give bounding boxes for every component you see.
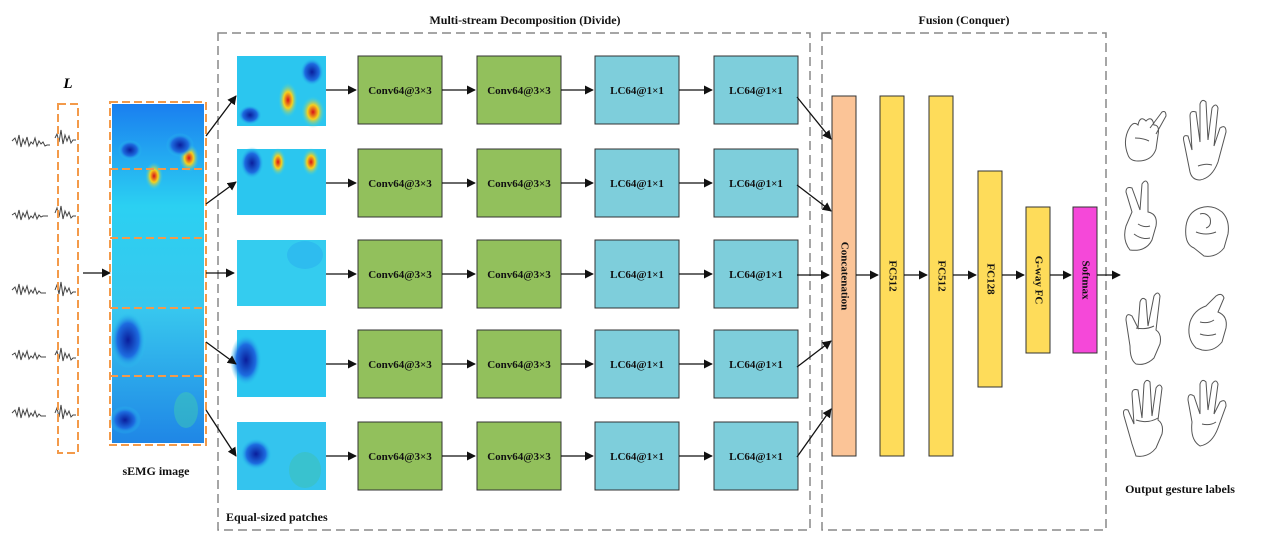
patch-4: [230, 330, 326, 397]
concatenation-label: Concatenation: [838, 242, 850, 310]
lc-layer-box: [713, 148, 799, 218]
conv-layer-box: [357, 329, 443, 399]
conv-layer-label: Conv64@3×3: [368, 85, 432, 97]
raw-semg-signals: [11, 129, 76, 420]
conv-layer-label: Conv64@3×3: [487, 178, 551, 190]
lc-layer-label: LC64@1×1: [729, 85, 783, 97]
gway-fc-box: [1025, 206, 1051, 354]
softmax-label: Softmax: [1079, 260, 1091, 300]
stream-2: Conv64@3×3 Conv64@3×3 LC64@1×1 LC64@1×1: [326, 148, 799, 218]
conv-layer-box: [476, 55, 562, 125]
lc-layer-label: LC64@1×1: [729, 269, 783, 281]
lc-layer-box: [713, 329, 799, 399]
hand-icon-1: [1124, 111, 1167, 162]
fc512-2-box: [928, 95, 954, 457]
lc-layer-box: [594, 239, 680, 309]
lc-layer-label: LC64@1×1: [729, 359, 783, 371]
window-length-label: L: [62, 76, 72, 92]
stream-4: Conv64@3×3 Conv64@3×3 LC64@1×1 LC64@1×1: [326, 329, 799, 399]
fusion-title: Fusion (Conquer): [918, 13, 1009, 27]
hand-icon-3: [1124, 180, 1157, 251]
signal-wave-4: [11, 349, 46, 361]
lc-layer-box: [713, 239, 799, 309]
lc-layer-label: LC64@1×1: [610, 451, 664, 463]
conv-layer-label: Conv64@3×3: [368, 451, 432, 463]
hand-icon-2: [1183, 99, 1227, 181]
lc-layer-box: [594, 148, 680, 218]
fc512-1-label: FC512: [886, 260, 898, 292]
signal-wave-3b: [54, 281, 76, 297]
patch-1: [237, 56, 326, 128]
fusion-region: [821, 32, 1107, 531]
lc-layer-label: LC64@1×1: [610, 359, 664, 371]
lc-layer-label: LC64@1×1: [729, 451, 783, 463]
window-length-box: [57, 103, 79, 454]
conv-layer-label: Conv64@3×3: [487, 269, 551, 281]
lc-layer-box: [594, 329, 680, 399]
patches-label: Equal-sized patches: [226, 510, 328, 524]
lc-layer-box: [594, 55, 680, 125]
hand-icon-5: [1125, 292, 1161, 365]
divide-title: Multi-stream Decomposition (Divide): [429, 13, 620, 27]
patch-2: [237, 147, 326, 215]
conv-layer-box: [476, 329, 562, 399]
conv-layer-label: Conv64@3×3: [368, 178, 432, 190]
hand-icon-7: [1123, 379, 1163, 457]
hand-icon-4: [1185, 206, 1229, 257]
signal-wave-2: [11, 209, 48, 221]
hand-icon-6: [1188, 293, 1227, 351]
semg-image: [109, 104, 204, 443]
signal-wave-5: [11, 406, 46, 419]
output-label: Output gesture labels: [1125, 482, 1235, 496]
patch-3: [237, 240, 326, 306]
lc-layer-label: LC64@1×1: [610, 269, 664, 281]
arrows-to-concatenation: [796, 96, 832, 458]
semg-image-label: sEMG image: [123, 464, 191, 478]
conv-layer-label: Conv64@3×3: [487, 85, 551, 97]
stream-1: Conv64@3×3 Conv64@3×3 LC64@1×1 LC64@1×1: [326, 55, 799, 125]
concatenation-box: [831, 95, 857, 457]
divide-region: [217, 32, 811, 531]
conv-layer-box: [357, 239, 443, 309]
gway-fc-label: G-way FC: [1032, 256, 1044, 305]
lc-layer-box: [713, 421, 799, 491]
lc-layer-label: LC64@1×1: [610, 178, 664, 190]
stream-5: Conv64@3×3 Conv64@3×3 LC64@1×1 LC64@1×1: [326, 421, 799, 491]
conv-layer-box: [357, 148, 443, 218]
conv-layer-label: Conv64@3×3: [368, 359, 432, 371]
lc-layer-box: [713, 55, 799, 125]
fc128-box: [977, 170, 1003, 388]
patch-dividers: [110, 168, 206, 377]
signal-wave-1: [11, 134, 50, 148]
patch-5: [237, 422, 326, 490]
signal-wave-3: [11, 283, 46, 296]
conv-layer-label: Conv64@3×3: [368, 269, 432, 281]
conv-layer-box: [476, 148, 562, 218]
conv-layer-box: [476, 239, 562, 309]
fc512-1-box: [879, 95, 905, 457]
lc-layer-label: LC64@1×1: [729, 178, 783, 190]
arrows-image-to-patches: [205, 95, 237, 457]
patches: [230, 56, 326, 490]
fusion-layers: Concatenation FC512 FC512 FC128 G-way FC Soft…: [831, 95, 1121, 457]
conv-layer-label: Conv64@3×3: [487, 451, 551, 463]
fc128-label: FC128: [984, 263, 996, 295]
softmax-box: [1072, 206, 1098, 354]
stream-3: Conv64@3×3 Conv64@3×3 LC64@1×1 LC64@1×1: [326, 239, 799, 309]
fc512-2-label: FC512: [935, 260, 947, 292]
conv-layer-box: [476, 421, 562, 491]
lc-layer-label: LC64@1×1: [610, 85, 664, 97]
output-gesture-hands: [1123, 99, 1229, 457]
hand-icon-8: [1187, 379, 1227, 447]
conv-layer-label: Conv64@3×3: [487, 359, 551, 371]
